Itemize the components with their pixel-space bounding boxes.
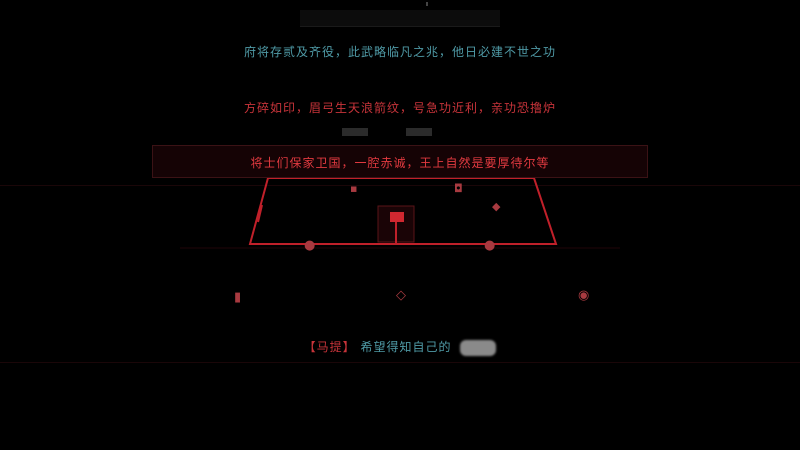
tab-marker-right xyxy=(406,128,432,136)
figure-icon[interactable]: ◉ xyxy=(578,288,590,303)
board-outline xyxy=(248,177,558,245)
figure-icon[interactable]: ◆ xyxy=(492,200,501,213)
narration-line-1: 府将存贰及齐役，此武略临凡之兆，他日必建不世之功 xyxy=(243,45,556,59)
board-center-core xyxy=(390,212,404,222)
dialog-banner: 将士们保家卫国，一腔赤诚，王上自然是要厚待尔等 xyxy=(152,145,648,178)
figure-icon[interactable]: ● xyxy=(304,238,316,253)
figure-icon[interactable]: ▮ xyxy=(234,290,242,305)
figure-icon[interactable]: ● xyxy=(484,238,496,253)
divider-top xyxy=(0,185,800,186)
figure-icon[interactable]: ◇ xyxy=(396,288,406,303)
speech-text: 希望得知自己的 xyxy=(360,340,452,354)
divider-bottom xyxy=(0,362,800,363)
board-inner-left xyxy=(257,204,263,223)
banner-text: 将士们保家卫国，一腔赤诚，王上自然是要厚待尔等 xyxy=(250,156,550,170)
figure-icon[interactable]: ▪ xyxy=(350,182,358,195)
speaker-name: 【马提】 xyxy=(303,340,356,354)
narration-line-2: 方碎如印，眉弓生天浪箭纹，号急功近利，亲功恐撸炉 xyxy=(243,101,556,115)
redacted-blob xyxy=(460,339,497,356)
title-bar xyxy=(300,10,500,27)
title-tick xyxy=(426,2,428,6)
figure-icon[interactable]: ◘ xyxy=(454,182,463,195)
tab-marker-left xyxy=(342,128,368,136)
dialog-line: 【马提】 希望得知自己的 xyxy=(0,338,800,356)
